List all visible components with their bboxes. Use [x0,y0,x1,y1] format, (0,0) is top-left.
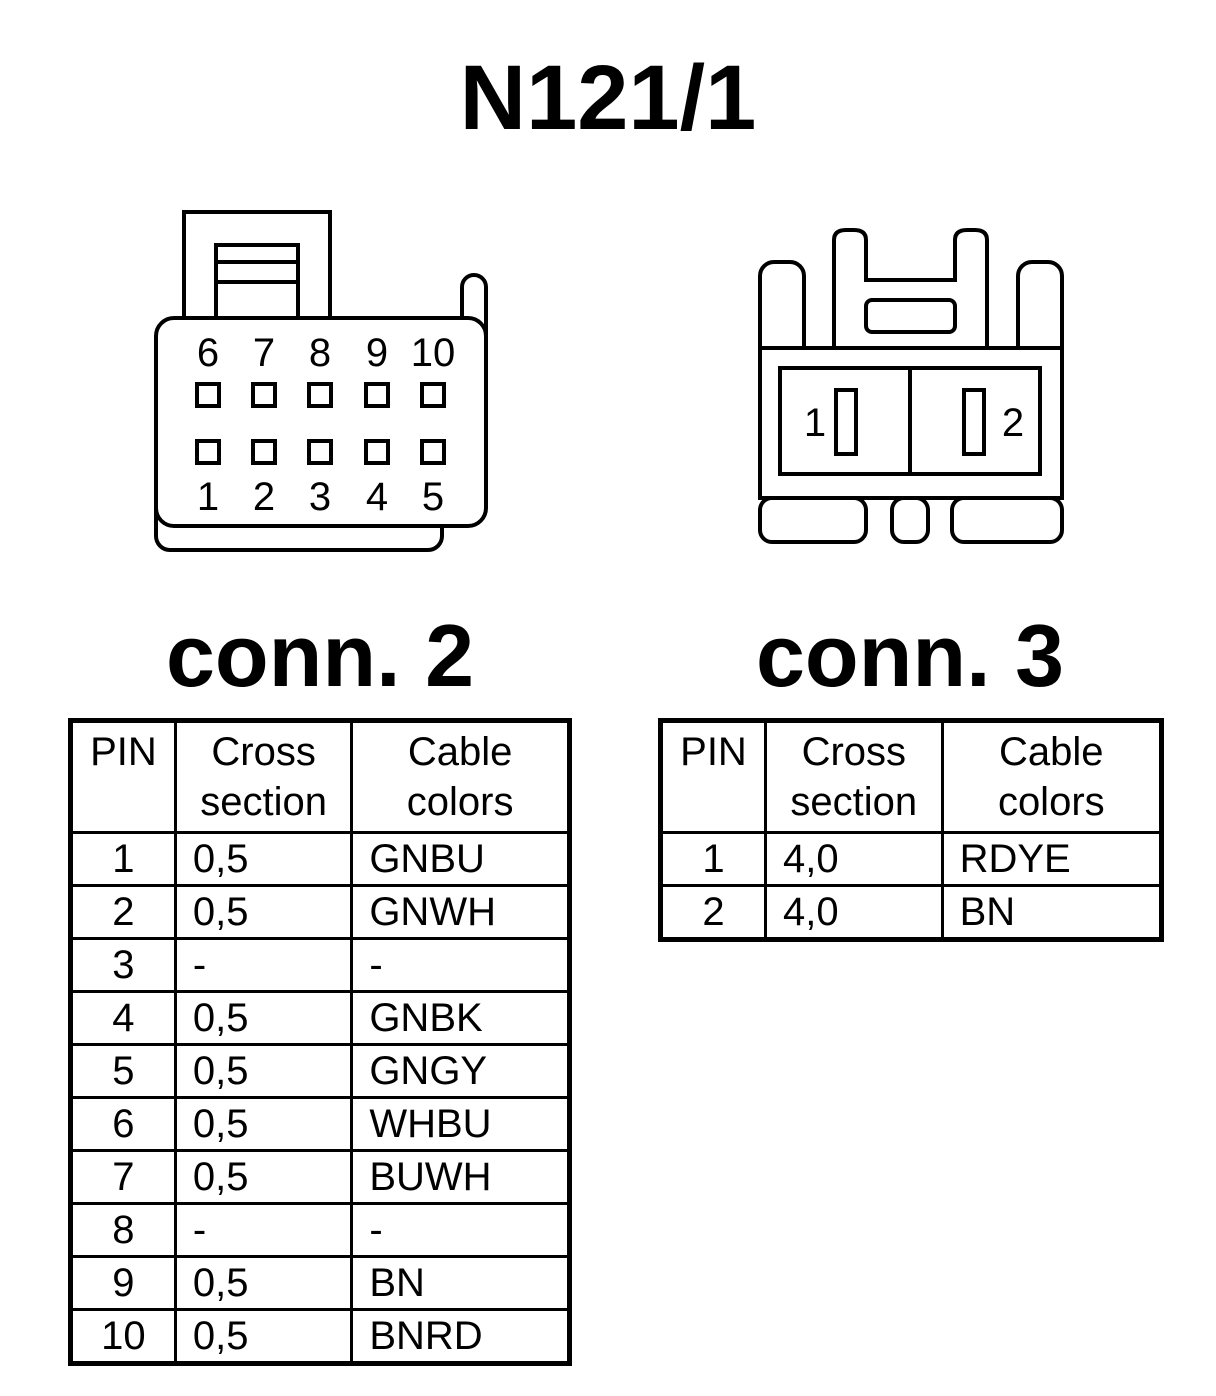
conn3-pin-label: 2 [1002,401,1024,445]
cross-section-cell: 0,5 [173,990,354,1046]
pin-cell: 9 [69,1255,177,1311]
conn2-drawing [154,210,488,552]
conn2-pin-hole [195,439,221,465]
conn2-pin-label: 9 [366,331,388,375]
conn2-pin-label: 10 [411,331,456,375]
table-row: 8-- [69,1202,571,1258]
conn2-pin-hole [251,382,277,408]
pin-cell: 10 [69,1308,177,1365]
cable-color-cell: BUWH [350,1149,571,1205]
cable-color-cell: BN [940,884,1164,941]
table-row: 3-- [69,937,571,993]
cable-color-cell: GNBU [350,831,571,887]
cable-color-cell: GNGY [350,1043,571,1099]
conn3-foot-center [890,496,930,544]
conn2-title: conn. 2 [165,606,475,705]
cross-section-cell: 0,5 [173,1149,354,1205]
conn2-pin-hole [307,439,333,465]
conn2-pin-label: 3 [309,475,331,519]
pin-cell: 2 [69,884,177,940]
conn2-pin-label: 5 [422,475,444,519]
header-pin: PIN [659,719,767,834]
cable-color-cell: GNBK [350,990,571,1046]
conn2-pin-hole [420,382,446,408]
conn2-pin-hole [307,382,333,408]
conn2-pin-label: 1 [197,475,219,519]
conn3-drawing [758,228,1064,544]
conn3-foot-left [758,496,868,544]
pin-cell: 8 [69,1202,177,1258]
conn2-pin-label: 4 [366,475,388,519]
pin-cell: 6 [69,1096,177,1152]
conn2-pin-hole [195,382,221,408]
conn2-body [154,316,488,528]
conn2-pin-hole [364,439,390,465]
cable-color-cell: GNWH [350,884,571,940]
conn2-pin-label: 2 [253,475,275,519]
conn3-title: conn. 3 [755,606,1065,705]
pin-cell: 4 [69,990,177,1046]
conn3-pin-slot [834,388,858,456]
cross-section-cell: 4,0 [763,831,944,887]
pin-cell: 1 [659,831,767,887]
cross-section-cell: 0,5 [173,1255,354,1311]
header-pin: PIN [69,719,177,834]
cross-section-cell: - [173,937,354,993]
cross-section-cell: 0,5 [173,1308,354,1365]
pin-cell: 3 [69,937,177,993]
pin-cell: 7 [69,1149,177,1205]
pin-cell: 1 [69,831,177,887]
page-title: N121/1 [459,47,757,149]
conn2-pin-hole [251,439,277,465]
cable-color-cell: - [350,937,571,993]
cross-section-cell: - [173,1202,354,1258]
cable-color-cell: WHBU [350,1096,571,1152]
cable-color-cell: BN [350,1255,571,1311]
conn2-pin-label: 7 [253,331,275,375]
cross-section-cell: 0,5 [173,1096,354,1152]
conn3-pin-label: 1 [804,401,826,445]
conn2-pin-label: 8 [309,331,331,375]
cable-color-cell: BNRD [350,1308,571,1365]
cross-section-cell: 0,5 [173,1043,354,1099]
cable-color-cell: - [350,1202,571,1258]
conn3-foot-right [950,496,1064,544]
pin-cell: 2 [659,884,767,941]
cross-section-cell: 0,5 [173,831,354,887]
conn2-pin-hole [420,439,446,465]
cable-color-cell: RDYE [940,831,1164,887]
conn3-pin-slot [962,388,986,456]
pin-cell: 5 [69,1043,177,1099]
cross-section-cell: 0,5 [173,884,354,940]
conn3-latch-window [864,298,957,334]
cross-section-cell: 4,0 [763,884,944,941]
conn2-pin-label: 6 [197,331,219,375]
conn2-pin-hole [364,382,390,408]
